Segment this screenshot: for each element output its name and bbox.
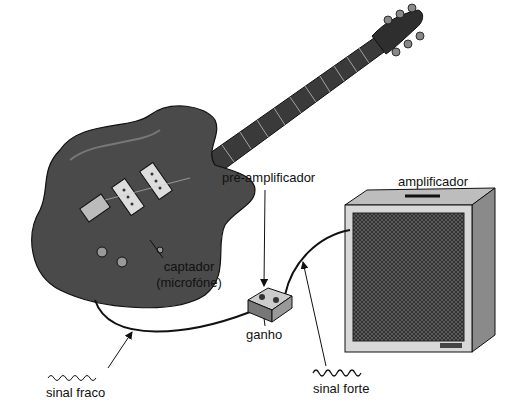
guitar-body: [32, 106, 255, 308]
output-cable: [285, 230, 350, 295]
leader-arrow: [108, 332, 132, 368]
part-label: sinal forte: [313, 381, 403, 397]
amplifier-cabinet: [345, 188, 495, 352]
guitar-headstock: [372, 10, 423, 54]
part-label: captador (microfóne): [150, 259, 228, 291]
guitar-frets: [205, 48, 369, 174]
pickups: [112, 162, 173, 215]
leader-line: [150, 240, 163, 258]
leader-arrow: [264, 190, 265, 286]
part-label: pré-amplificador: [222, 170, 332, 186]
strong-signal-wave: [313, 370, 361, 376]
tuning-pegs: [384, 4, 424, 56]
part-label: ganho: [246, 327, 296, 343]
control-knobs: [97, 247, 163, 267]
part-label: amplificador: [398, 174, 498, 190]
strings: [105, 178, 190, 200]
input-cable: [95, 300, 250, 332]
weak-signal-wave: [48, 376, 96, 381]
bridge: [80, 194, 110, 222]
preamp-pedal: [248, 288, 292, 322]
leader-line: [264, 318, 265, 326]
body-highlight: [70, 130, 160, 160]
part-label: sinal fraco: [46, 385, 136, 401]
leader-arrow: [303, 262, 326, 366]
